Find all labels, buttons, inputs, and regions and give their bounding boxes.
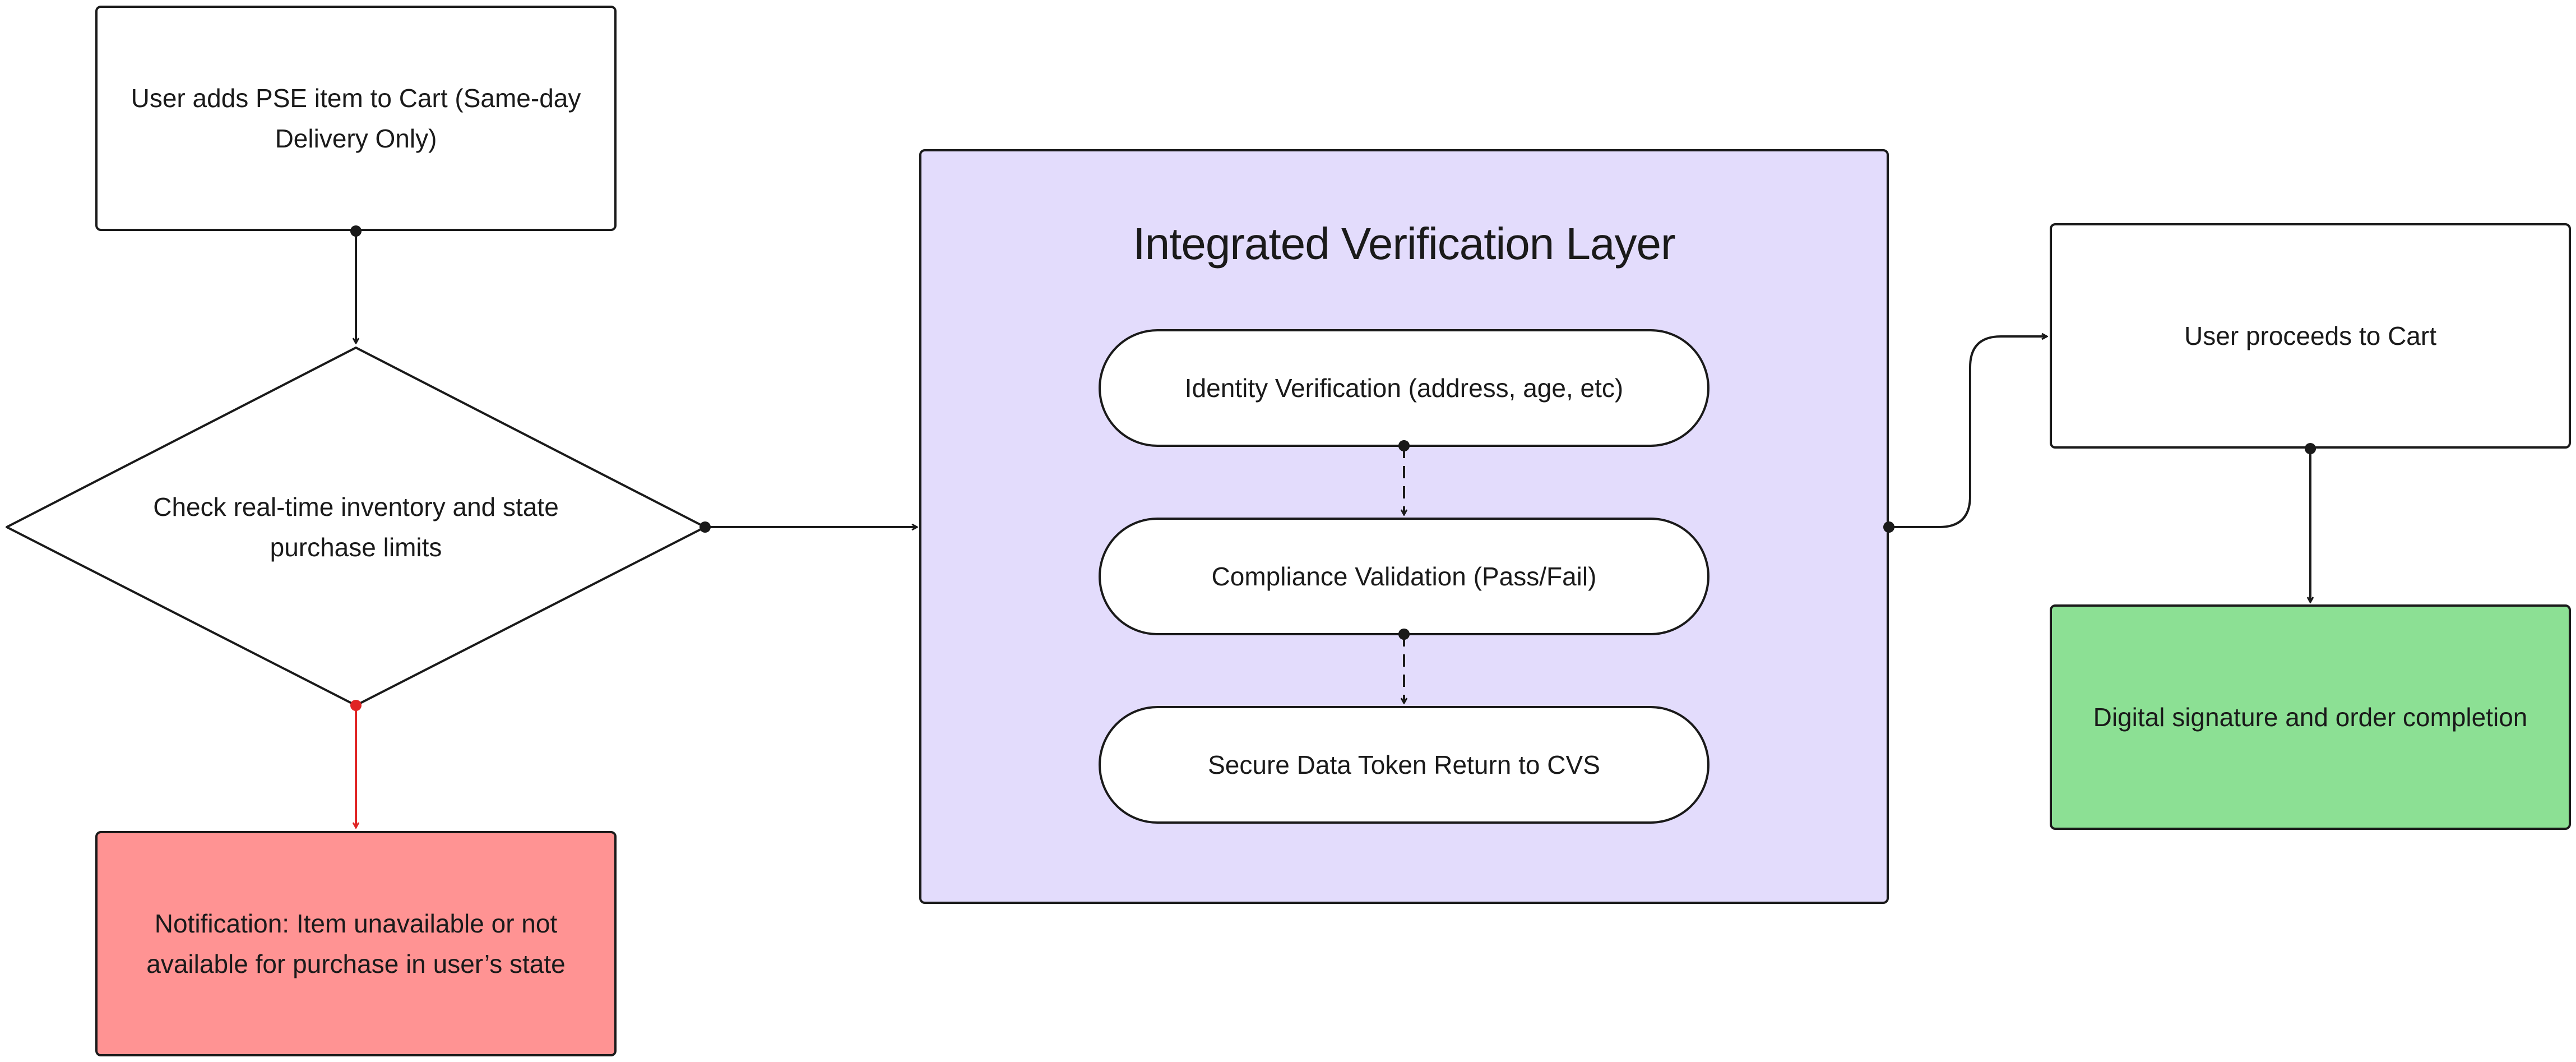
node-digital-signature: Digital signature and order completion xyxy=(2050,604,2571,830)
node-proceed-to-cart: User proceeds to Cart xyxy=(2050,223,2571,449)
node-secure-token-label: Secure Data Token Return to CVS xyxy=(1208,750,1600,779)
node-identity-verification: Identity Verification (address, age, etc… xyxy=(1099,329,1709,447)
node-notification-label: Notification: Item unavailable or not av… xyxy=(146,909,566,978)
connector-dot xyxy=(699,521,711,533)
node-secure-token: Secure Data Token Return to CVS xyxy=(1099,706,1709,824)
node-add-to-cart: User adds PSE item to Cart (Same-day Del… xyxy=(95,6,617,231)
edge-layer-to-cart xyxy=(1889,336,2047,528)
node-identity-verification-label: Identity Verification (address, age, etc… xyxy=(1184,373,1624,403)
verification-layer-title: Integrated Verification Layer xyxy=(1133,219,1675,269)
node-compliance-validation: Compliance Validation (Pass/Fail) xyxy=(1099,518,1709,635)
node-proceed-to-cart-label: User proceeds to Cart xyxy=(2184,321,2436,350)
node-add-to-cart-label: User adds PSE item to Cart (Same-day Del… xyxy=(131,84,581,153)
decision-label: Check real-time inventory and state purc… xyxy=(153,492,559,562)
connector-dot-error xyxy=(350,700,362,711)
node-notification: Notification: Item unavailable or not av… xyxy=(95,831,617,1056)
node-digital-signature-label: Digital signature and order completion xyxy=(2093,703,2528,732)
node-compliance-validation-label: Compliance Validation (Pass/Fail) xyxy=(1211,562,1597,591)
